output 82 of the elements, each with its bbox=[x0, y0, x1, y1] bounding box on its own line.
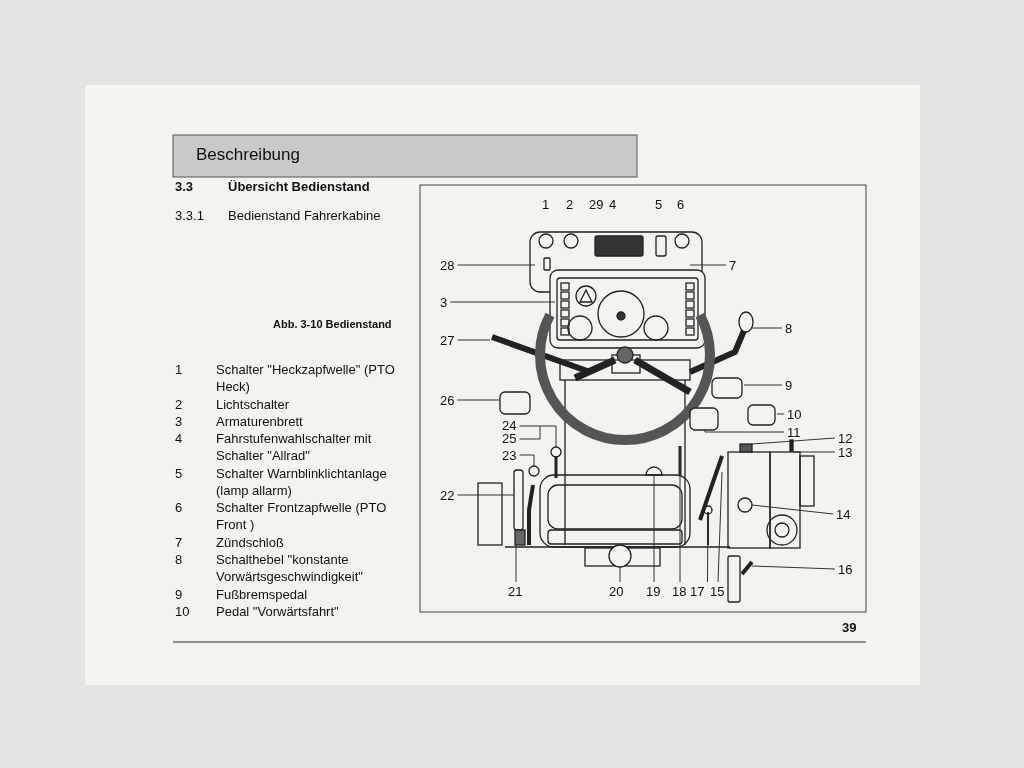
section-number: 3.3 bbox=[175, 178, 194, 195]
callout-number: 25 bbox=[502, 431, 517, 446]
item-description: Zündschloß bbox=[216, 534, 285, 551]
figure-caption: Abb. 3-10 Bedienstand bbox=[273, 317, 392, 332]
callout-number: 18 bbox=[672, 584, 687, 599]
item-number: 4 bbox=[175, 430, 183, 447]
leader-line bbox=[456, 339, 491, 341]
item-number: 6 bbox=[175, 499, 183, 516]
callout-number: 3 bbox=[440, 295, 448, 310]
leader-line bbox=[619, 566, 621, 583]
leader-line bbox=[751, 327, 783, 329]
item-description: Schalter "Heckzapfwelle" (PTO Heck) bbox=[216, 361, 396, 395]
item-description: Schalter Warnblinklichtanlage (lamp allarm) bbox=[216, 465, 388, 499]
callout-number: 13 bbox=[838, 445, 853, 460]
leader-line bbox=[706, 513, 709, 583]
item-description: Schalter Frontzapfwelle (PTO Front ) bbox=[216, 499, 388, 533]
leader-line bbox=[653, 475, 655, 583]
leader-line bbox=[515, 544, 517, 583]
callout-number: 19 bbox=[646, 584, 661, 599]
leader-line bbox=[679, 445, 681, 583]
leader-line bbox=[449, 301, 556, 303]
leader-line bbox=[456, 264, 536, 266]
section-title: Übersicht Bedienstand bbox=[228, 178, 370, 195]
item-number: 2 bbox=[175, 396, 183, 413]
callout-number: 5 bbox=[655, 196, 663, 213]
callout-number: 24 bbox=[502, 418, 517, 433]
callout-number: 8 bbox=[785, 321, 793, 336]
callout-number: 4 bbox=[609, 196, 617, 213]
callout-number: 2 bbox=[566, 196, 574, 213]
leader-line bbox=[518, 454, 535, 467]
leader-line bbox=[689, 264, 727, 266]
page-number: 39 bbox=[842, 619, 857, 636]
section-heading: Beschreibung bbox=[196, 144, 300, 166]
item-description: Schalthebel "konstante Vorwärtsgeschwindigkeit" bbox=[216, 551, 364, 585]
callout-number: 14 bbox=[836, 507, 851, 522]
leader-line bbox=[704, 429, 785, 433]
item-number: 3 bbox=[175, 413, 183, 430]
leader-line bbox=[751, 504, 834, 515]
item-number: 9 bbox=[175, 586, 183, 603]
item-number: 7 bbox=[175, 534, 183, 551]
item-description: Fußbremspedal bbox=[216, 586, 309, 603]
item-description: Armaturenbrett bbox=[216, 413, 304, 430]
leader-line bbox=[751, 565, 836, 570]
leader-line bbox=[518, 425, 557, 448]
callout-number: 15 bbox=[710, 584, 725, 599]
callout-number: 12 bbox=[838, 431, 853, 446]
callout-number: 23 bbox=[502, 448, 517, 463]
callout-number: 16 bbox=[838, 562, 853, 577]
rod bbox=[789, 439, 794, 452]
section-number: 3.3.1 bbox=[175, 207, 204, 224]
callout-number: 1 bbox=[542, 196, 550, 213]
leader-line bbox=[456, 399, 501, 401]
leader-line bbox=[751, 437, 836, 445]
item-number: 5 bbox=[175, 465, 183, 482]
item-number: 8 bbox=[175, 551, 183, 568]
item-number: 10 bbox=[175, 603, 190, 620]
callout-number: 28 bbox=[440, 258, 455, 273]
item-description: Lichtschalter bbox=[216, 396, 290, 413]
subsection-title: Bedienstand Fahrerkabine bbox=[228, 207, 381, 224]
callout-number: 11 bbox=[787, 425, 801, 440]
callout-number: 20 bbox=[609, 584, 624, 599]
callout-number: 10 bbox=[787, 407, 802, 422]
callout-number: 6 bbox=[677, 196, 685, 213]
callout-number: 17 bbox=[690, 584, 705, 599]
pedal bbox=[499, 391, 531, 415]
callout-number: 22 bbox=[440, 488, 455, 503]
callout-number: 29 bbox=[589, 196, 604, 213]
callout-number: 21 bbox=[508, 584, 523, 599]
item-number: 1 bbox=[175, 361, 183, 378]
leader-line bbox=[776, 413, 785, 415]
callout-number: 7 bbox=[729, 258, 737, 273]
leader-line bbox=[518, 425, 541, 440]
leader-line bbox=[456, 494, 515, 496]
item-description: Pedal "Vorwärtsfahrt" bbox=[216, 603, 340, 620]
lever-knob bbox=[528, 465, 540, 477]
leader-line bbox=[743, 384, 783, 386]
callout-number: 26 bbox=[440, 393, 455, 408]
callout-number: 27 bbox=[440, 333, 455, 348]
leader-line bbox=[717, 471, 723, 583]
callout-number: 9 bbox=[785, 378, 793, 393]
leader-line bbox=[792, 451, 836, 453]
item-description: Fahrstufenwahlschalter mit Schalter "Allrad" bbox=[216, 430, 373, 464]
